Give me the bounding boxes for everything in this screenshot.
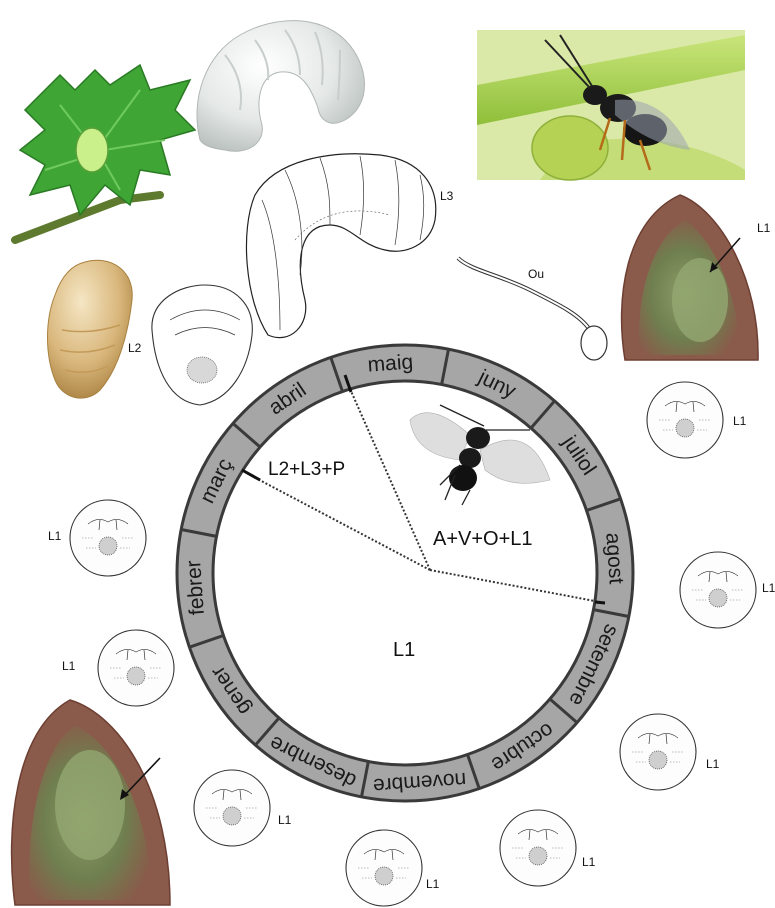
bud-section-photo <box>12 700 170 905</box>
label-l1-h: L1 <box>48 529 62 543</box>
label-l1-f: L1 <box>278 813 292 827</box>
bud-section-photo: L1 <box>622 195 771 360</box>
label-l1-e: L1 <box>426 877 440 891</box>
label-l1-g: L1 <box>62 659 76 673</box>
label-adult-period: A+V+O+L1 <box>433 528 533 550</box>
wasp-on-stem-photo <box>477 30 745 180</box>
label-spring-period: L2+L3+P <box>268 459 345 480</box>
label-l1-d: L1 <box>582 855 596 869</box>
label-l3: L3 <box>440 189 454 203</box>
label-l1-a: L1 <box>733 414 747 428</box>
l2-bud-drawing: L2 <box>128 285 252 405</box>
label-l2: L2 <box>128 341 142 355</box>
white-larva-photo <box>197 21 365 152</box>
label-l1-c: L1 <box>706 757 720 771</box>
amber-larva-photo <box>48 260 133 398</box>
ring-inner <box>213 381 597 765</box>
l3-larva-drawing: L3 <box>246 154 453 338</box>
label-l1-b: L1 <box>762 581 775 595</box>
hazel-shoot-photo <box>15 65 195 240</box>
month-label-febrer: febrer <box>182 559 209 615</box>
label-winter-period: L1 <box>393 639 415 661</box>
month-label-agost: agost <box>601 532 628 585</box>
label-egg: Ou <box>528 267 544 281</box>
month-label-maig: maig <box>367 350 414 376</box>
label-l1-bud-top: L1 <box>757 221 771 235</box>
month-ring: generfebrermarçabrilmaigjunyjuliolagosts… <box>177 345 633 801</box>
egg-drawing: Ou <box>458 258 607 360</box>
